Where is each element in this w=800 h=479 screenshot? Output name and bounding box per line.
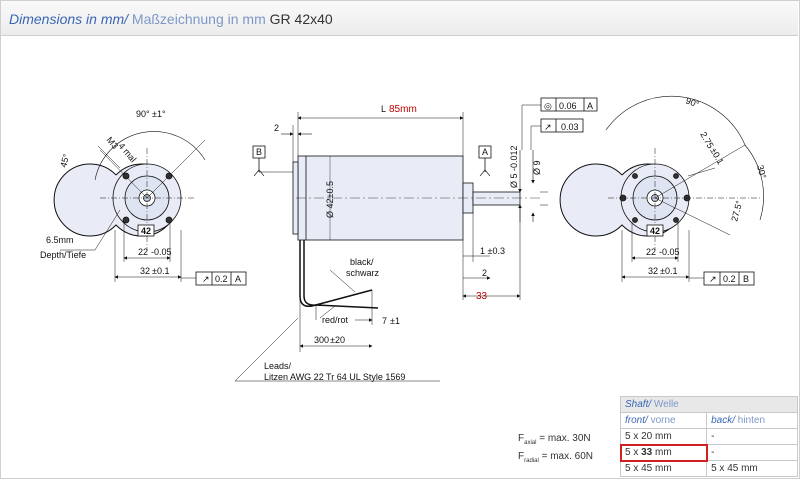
page-title: Dimensions in mm/ Maßzeichnung in mm GR … bbox=[9, 11, 333, 27]
left-d32-label: 32 bbox=[140, 266, 150, 276]
right-m-tol: ±0.1 bbox=[708, 146, 725, 166]
flange-thickness: 2 bbox=[274, 123, 279, 133]
table-row: 5 x 20 mm - bbox=[619, 428, 798, 445]
table-row: 5 x 45 mm 5 x 45 mm bbox=[619, 460, 798, 477]
right-hole-3 bbox=[632, 217, 638, 223]
right-a275-label: 27.5° bbox=[729, 199, 744, 222]
right-rear-view bbox=[559, 95, 764, 286]
d2-label: 2 bbox=[482, 268, 487, 278]
selected-shaft-cell: 5 x 33 mm bbox=[619, 443, 708, 462]
shaft bbox=[472, 191, 521, 206]
left-hole-note: 6.5mm bbox=[46, 235, 74, 245]
wire-red-label: red/rot bbox=[322, 315, 349, 325]
perp-arrow-icon: ↗ bbox=[544, 122, 552, 132]
shaft-table-title-row: Shaft/ Welle bbox=[620, 396, 798, 413]
collar-diameter: Ø 9 bbox=[532, 160, 542, 175]
right-a30-label: 30° bbox=[755, 164, 768, 180]
left-d22-tol: -0.05 bbox=[151, 247, 172, 257]
body-diameter: Ø 42±0.5 bbox=[325, 181, 335, 218]
force-specs: Faxial = max. 30N Fradial = max. 60N bbox=[518, 432, 593, 468]
datum-a-label: A bbox=[482, 147, 488, 157]
right-runout-datum: B bbox=[743, 274, 749, 284]
title-de: Maßzeichnung in mm bbox=[128, 11, 270, 27]
right-center-label: 42 bbox=[650, 226, 660, 236]
left-angle2-label: 45° bbox=[58, 152, 71, 168]
step-label: 1 ±0.3 bbox=[480, 246, 505, 256]
perp-value: 0.03 bbox=[561, 122, 579, 132]
title-model: GR 42x40 bbox=[269, 11, 333, 27]
coax-ref: A bbox=[587, 101, 593, 111]
left-runout-arrow-icon: ↗ bbox=[202, 274, 210, 284]
left-center-label: 42 bbox=[141, 226, 151, 236]
right-d22-label: 22 bbox=[646, 247, 656, 257]
shaft-table: Shaft/ Welle front/ vorne back/ hinten 5… bbox=[619, 396, 798, 477]
coax-icon: ◎ bbox=[544, 101, 552, 111]
header-bar: Dimensions in mm/ Maßzeichnung in mm GR … bbox=[1, 1, 798, 36]
shaft-diameter: Ø 5 -0.012 bbox=[509, 145, 519, 188]
table-row-selected: 5 x 33 mm - bbox=[619, 443, 798, 462]
right-hole-2 bbox=[673, 173, 679, 179]
right-d32-label: 32 bbox=[648, 266, 658, 276]
length-value: 85mm bbox=[389, 104, 417, 115]
left-d32-tol: ±0.1 bbox=[152, 266, 169, 276]
right-runout-value: 0.2 bbox=[723, 274, 736, 284]
shaft-table-title: Shaft/ Welle bbox=[620, 396, 798, 413]
strip-tol: ±1 bbox=[390, 316, 400, 326]
left-front-view bbox=[53, 131, 247, 286]
left-runout-datum: A bbox=[235, 274, 241, 284]
shaft-length-value: 33 bbox=[476, 291, 488, 302]
col-front: front/ vorne bbox=[619, 412, 708, 429]
title-en: Dimensions in mm/ bbox=[9, 11, 129, 27]
right-d22-tol: -0.05 bbox=[659, 247, 680, 257]
right-angle-label: 90° bbox=[684, 95, 701, 109]
right-hole-1 bbox=[632, 173, 638, 179]
axial-force: Faxial = max. 30N bbox=[518, 433, 591, 446]
shaft-table-header-row: front/ vorne back/ hinten bbox=[619, 412, 798, 429]
col-back: back/ hinten bbox=[706, 412, 798, 429]
strip-length: 7 bbox=[382, 316, 387, 326]
datum-b-label: B bbox=[256, 147, 262, 157]
leads-label: Leads/ bbox=[264, 361, 292, 371]
right-hole-4 bbox=[673, 217, 679, 223]
right-d32-tol: ±0.1 bbox=[660, 266, 677, 276]
lead-tol: ±20 bbox=[330, 335, 345, 345]
radial-force: Fradial = max. 60N bbox=[518, 451, 593, 464]
coax-value: 0.06 bbox=[559, 101, 577, 111]
left-d22-label: 22 bbox=[138, 247, 148, 257]
lead-length: 300 bbox=[314, 335, 329, 345]
wire-black-label: black/ bbox=[350, 257, 374, 267]
left-hole-3 bbox=[122, 216, 130, 224]
left-runout-value: 0.2 bbox=[215, 274, 228, 284]
left-deep-label: 4 mal bbox=[116, 141, 138, 164]
wire-black-label-2: schwarz bbox=[346, 268, 380, 278]
right-runout-arrow-icon: ↗ bbox=[709, 274, 717, 284]
technical-drawing: 90° ±1° 45° M3 4 mal 42 6.5mm Depth/Tief… bbox=[40, 95, 768, 382]
left-angle-tol: ±1° bbox=[152, 109, 166, 119]
left-hole-1 bbox=[122, 172, 130, 180]
leads-spec: Litzen AWG 22 Tr 64 UL Style 1569 bbox=[264, 372, 405, 382]
left-hole-4 bbox=[165, 216, 173, 224]
length-letter: L bbox=[381, 104, 386, 114]
left-angle-label: 90° bbox=[136, 109, 150, 119]
left-hole-note2: Depth/Tiefe bbox=[40, 250, 86, 260]
side-view bbox=[234, 97, 598, 382]
